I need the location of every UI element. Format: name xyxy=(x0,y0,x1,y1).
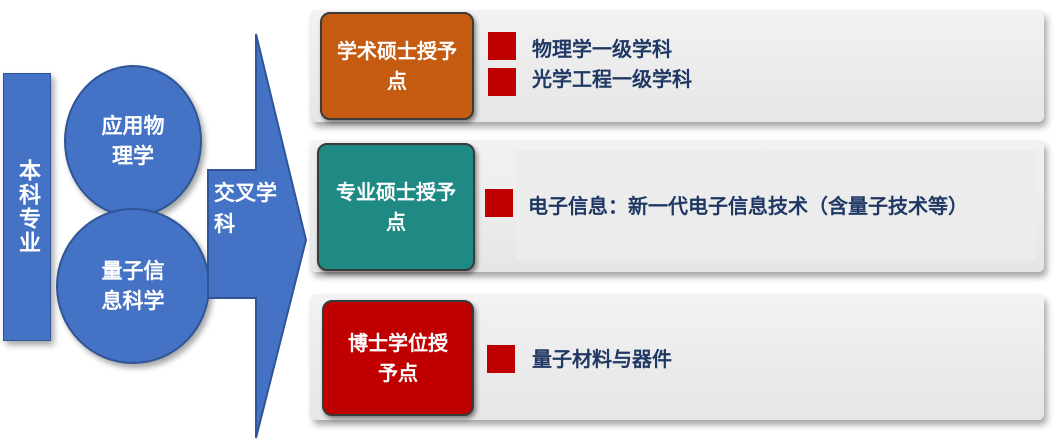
bullet-square-icon xyxy=(485,189,513,217)
degree-item: 物理学一级学科 xyxy=(532,37,672,61)
major-circle-quantum-information: 量子信息科学 xyxy=(56,208,210,364)
undergraduate-major-bar: 本科专业 xyxy=(3,73,51,341)
interdisciplinary-arrow xyxy=(207,33,308,439)
degree-item: 电子信息：新一代电子信息技术（含量子技术等） xyxy=(528,194,968,218)
degree-label: 博士学位授予点 xyxy=(348,331,448,385)
undergraduate-major-label: 本科专业 xyxy=(15,159,40,255)
professional-master-box: 专业硕士授予点 xyxy=(317,143,475,271)
degree-item: 光学工程一级学科 xyxy=(532,67,692,91)
degree-label: 专业硕士授予点 xyxy=(336,180,456,234)
major-circle-applied-physics: 应用物理学 xyxy=(64,65,202,217)
bullet-square-icon xyxy=(488,68,516,96)
major-label: 应用物理学 xyxy=(101,114,165,168)
academic-master-box: 学术硕士授予点 xyxy=(320,12,474,120)
interdisciplinary-label: 交叉学科 xyxy=(214,181,277,236)
major-label: 量子信息科学 xyxy=(101,259,165,313)
bullet-square-icon xyxy=(488,32,516,60)
degree-label: 学术硕士授予点 xyxy=(337,39,457,93)
degree-item: 量子材料与器件 xyxy=(532,347,672,371)
degree-panel-inner xyxy=(516,150,1036,260)
bullet-square-icon xyxy=(487,345,515,373)
doctoral-box: 博士学位授予点 xyxy=(322,300,474,416)
